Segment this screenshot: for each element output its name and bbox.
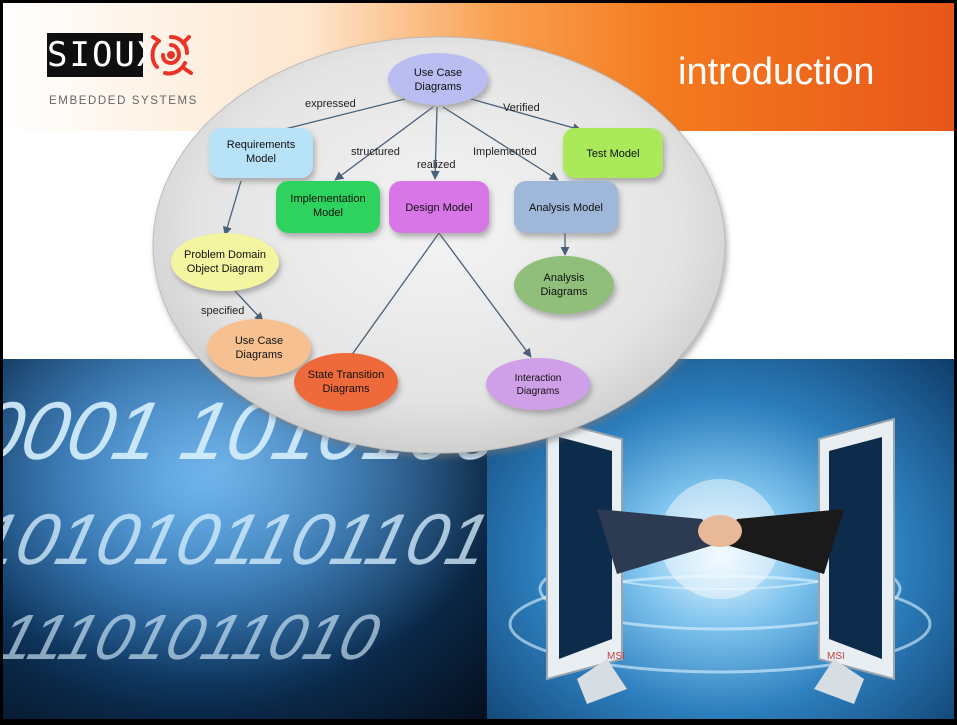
edge-label-realized: realized — [417, 159, 456, 171]
svg-text:Diagrams: Diagrams — [235, 349, 283, 361]
right-monitor-brand: MSI — [827, 651, 845, 662]
node-design-model: Design Model — [389, 181, 489, 233]
left-monitor — [546, 417, 627, 704]
node-interaction-diagrams: Interaction Diagrams — [486, 358, 590, 410]
edge-label-implemented: Implemented — [473, 146, 537, 158]
edge-label-verified: Verified — [503, 102, 540, 114]
node-analysis-diagrams: Analysis Diagrams — [514, 256, 614, 314]
svg-text:Test Model: Test Model — [586, 148, 639, 160]
svg-text:Object Diagram: Object Diagram — [187, 263, 263, 275]
svg-text:Diagrams: Diagrams — [517, 386, 560, 397]
left-monitor-brand: MSI — [607, 651, 625, 662]
node-state-transition-diagrams: State Transition Diagrams — [294, 353, 398, 411]
svg-text:Diagrams: Diagrams — [414, 81, 462, 93]
svg-text:Analysis Model: Analysis Model — [529, 202, 603, 214]
edge-label-specified: specified — [201, 305, 244, 317]
svg-text:Design Model: Design Model — [405, 202, 472, 214]
node-use-case-top: Use Case Diagrams — [388, 53, 488, 105]
node-problem-domain-object-diagram: Problem Domain Object Diagram — [171, 233, 279, 291]
node-implementation-model: Implementation Model — [276, 181, 380, 233]
binary-row-3: 01011101011010 — [3, 601, 388, 673]
model-diagram: expressed Verified structured realized I… — [152, 36, 726, 454]
node-analysis-model: Analysis Model — [514, 181, 618, 233]
svg-text:Model: Model — [313, 207, 343, 219]
page-title: introduction — [678, 51, 875, 93]
right-monitor — [814, 417, 895, 704]
svg-text:Implementation: Implementation — [290, 193, 365, 205]
svg-text:Problem Domain: Problem Domain — [184, 249, 266, 261]
edge-label-structured: structured — [351, 146, 400, 158]
sioux-logo-text: SIOUX — [47, 33, 160, 77]
svg-text:State Transition: State Transition — [308, 369, 384, 381]
edge-label-expressed: expressed — [305, 98, 356, 110]
node-requirements-model: Requirements Model — [209, 128, 313, 178]
svg-text:Diagrams: Diagrams — [540, 286, 588, 298]
svg-text:Use Case: Use Case — [414, 67, 462, 79]
svg-text:Analysis: Analysis — [544, 272, 585, 284]
svg-text:Diagrams: Diagrams — [322, 383, 370, 395]
svg-text:Requirements: Requirements — [227, 139, 296, 151]
svg-text:Model: Model — [246, 153, 276, 165]
binary-row-2: 01010101101101010 — [3, 500, 487, 580]
node-use-case-bottom: Use Case Diagrams — [207, 319, 311, 377]
svg-text:Use Case: Use Case — [235, 335, 283, 347]
logo-subtitle: EMBEDDED SYSTEMS — [49, 95, 198, 107]
svg-text:Interaction: Interaction — [515, 373, 562, 384]
node-test-model: Test Model — [563, 128, 663, 178]
sioux-logo-icon — [150, 35, 193, 76]
